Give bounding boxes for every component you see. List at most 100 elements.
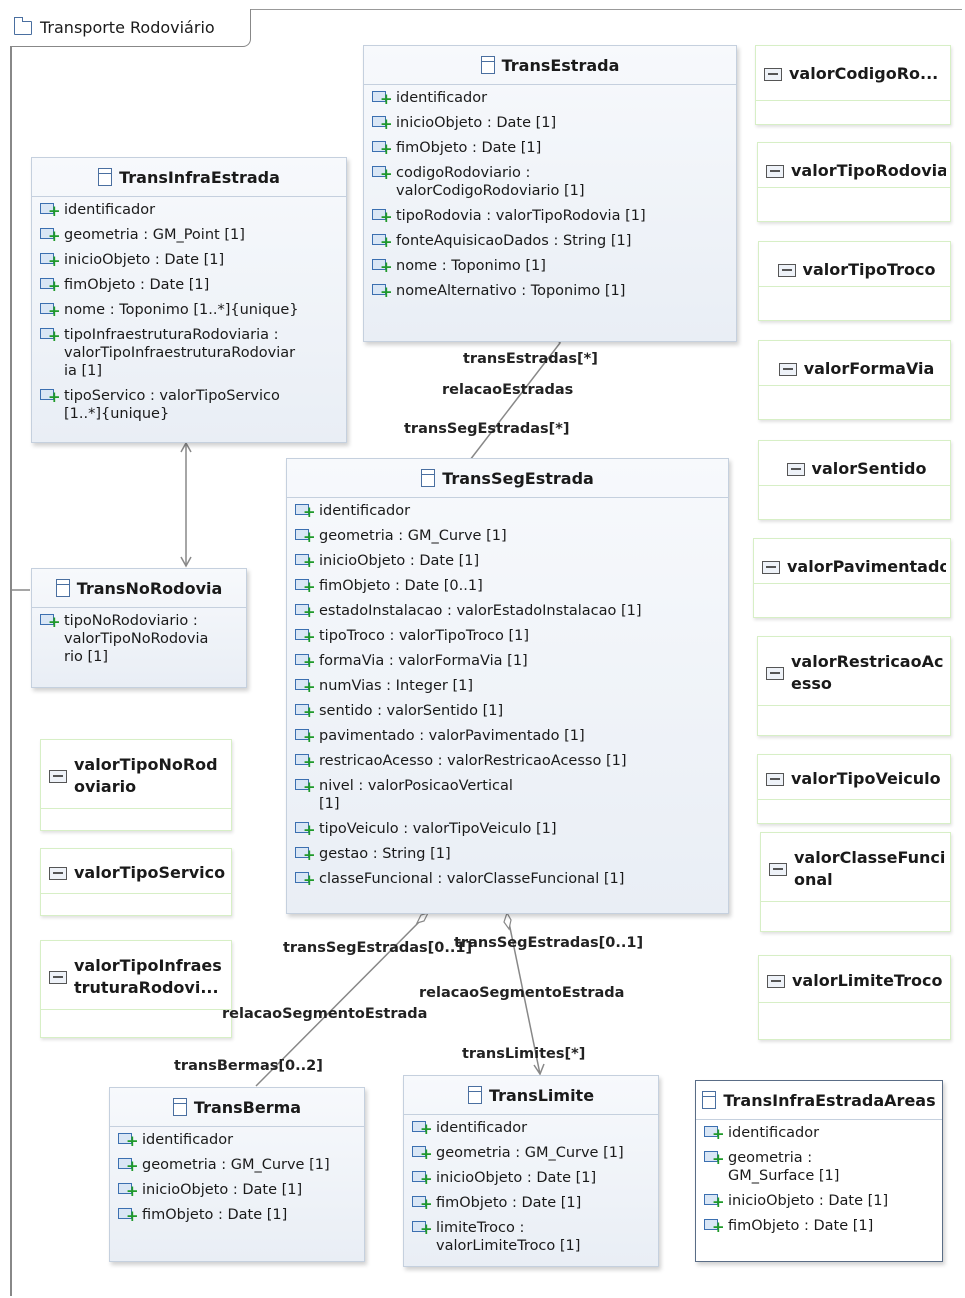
package-left-border — [10, 46, 12, 1296]
class-trans-seg-estrada[interactable]: TransSegEstrada identificador geometria :… — [286, 458, 729, 914]
attribute-icon — [295, 872, 316, 887]
attribute-icon — [295, 679, 316, 694]
attribute-row[interactable]: inicioObjeto : Date [1] — [372, 114, 736, 132]
assoc-infra-no-arrow-top — [180, 441, 192, 453]
attribute-text: tipoInfraestruturaRodoviaria : valorTipo… — [64, 327, 296, 379]
attribute-row[interactable]: fimObjeto : Date [0..1] — [295, 577, 728, 595]
enum-valor-tipo-veiculo[interactable]: valorTipoVeiculo — [757, 754, 951, 824]
attribute-row[interactable]: inicioObjeto : Date [1] — [40, 251, 346, 269]
assoc-estradas-line[interactable] — [469, 342, 561, 461]
enum-valor-tipo-no-rodoviario[interactable]: valorTipoNoRod oviario — [40, 739, 232, 831]
attribute-row[interactable]: fimObjeto : Date [1] — [704, 1217, 942, 1235]
class-trans-no-rodovia[interactable]: TransNoRodovia tipoNoRodoviario : valorT… — [31, 568, 247, 688]
attribute-row[interactable]: codigoRodoviario : valorCodigoRodoviario… — [372, 164, 736, 200]
attribute-row[interactable]: sentido : valorSentido [1] — [295, 702, 728, 720]
attribute-icon — [412, 1171, 433, 1186]
class-trans-berma[interactable]: TransBerma identificadorgeometria : GM_C… — [109, 1087, 365, 1262]
assoc-limite-line[interactable] — [506, 912, 541, 1075]
enum-valor-pavimentado[interactable]: valorPavimentado — [753, 538, 951, 618]
attribute-row[interactable]: inicioObjeto : Date [1] — [295, 552, 728, 570]
attribute-text: nomeAlternativo : Toponimo [1] — [396, 283, 626, 299]
attribute-row[interactable]: tipoInfraestruturaRodoviaria : valorTipo… — [40, 326, 346, 380]
attribute-row[interactable]: inicioObjeto : Date [1] — [704, 1192, 942, 1210]
attribute-text: tipoNoRodoviario : valorTipoNoRodovia ri… — [64, 613, 209, 665]
attribute-row[interactable]: fimObjeto : Date [1] — [372, 139, 736, 157]
attribute-icon — [412, 1146, 433, 1161]
class-trans-limite[interactable]: TransLimite identificador geometria : GM_… — [403, 1075, 659, 1267]
attribute-icon — [295, 604, 316, 619]
attribute-row[interactable]: nome : Toponimo [1] — [372, 257, 736, 275]
attribute-row[interactable]: pavimentado : valorPavimentado [1] — [295, 727, 728, 745]
enum-valor-limite-troco[interactable]: valorLimiteTroco — [758, 955, 951, 1040]
enum-valor-tipo-troco[interactable]: valorTipoTroco — [758, 241, 951, 321]
attribute-row[interactable]: geometria : GM_Surface [1] — [704, 1149, 942, 1185]
attribute-row[interactable]: gestao : String [1] — [295, 845, 728, 863]
attribute-text: identificador — [436, 1120, 528, 1136]
enum-valor-sentido[interactable]: valorSentido — [758, 440, 951, 520]
attribute-row[interactable]: fimObjeto : Date [1] — [412, 1194, 658, 1212]
attribute-text: identificador — [396, 90, 488, 106]
attribute-row[interactable]: numVias : Integer [1] — [295, 677, 728, 695]
attribute-row[interactable]: geometria : GM_Curve [1] — [118, 1156, 364, 1174]
attribute-row[interactable]: tipoServico : valorTipoServico [1..*]{un… — [40, 387, 346, 423]
attribute-text: inicioObjeto : Date [1] — [396, 115, 557, 131]
attribute-text: fimObjeto : Date [0..1] — [319, 578, 483, 594]
attribute-text: numVias : Integer [1] — [319, 678, 473, 694]
attribute-row[interactable]: tipoNoRodoviario : valorTipoNoRodovia ri… — [40, 612, 246, 666]
attribute-row[interactable]: fimObjeto : Date [1] — [40, 276, 346, 294]
enum-valor-forma-via[interactable]: valorFormaVia — [758, 340, 951, 420]
attribute-row[interactable]: estadoInstalacao : valorEstadoInstalacao… — [295, 602, 728, 620]
attribute-text: geometria : GM_Surface [1] — [728, 1150, 840, 1184]
enum-separator — [758, 799, 950, 800]
attribute-row[interactable]: fonteAquisicaoDados : String [1] — [372, 232, 736, 250]
enum-name: valorTipoInfraes truturaRodovi... — [74, 956, 222, 997]
assoc-berma-line[interactable] — [255, 912, 429, 1087]
attribute-row[interactable]: limiteTroco : valorLimiteTroco [1] — [412, 1219, 658, 1255]
attribute-row[interactable]: geometria : GM_Point [1] — [40, 226, 346, 244]
enum-valor-tipo-rodovia[interactable]: valorTipoRodovia — [757, 142, 951, 222]
attribute-text: nome : Toponimo [1] — [396, 258, 546, 274]
attribute-row[interactable]: tipoVeiculo : valorTipoVeiculo [1] — [295, 820, 728, 838]
attribute-text: fimObjeto : Date [1] — [142, 1207, 288, 1223]
attribute-row[interactable]: tipoRodovia : valorTipoRodovia [1] — [372, 207, 736, 225]
attribute-text: gestao : String [1] — [319, 846, 451, 862]
class-icon — [98, 168, 113, 186]
attribute-row[interactable]: classeFuncional : valorClasseFuncional [… — [295, 870, 728, 888]
attribute-text: identificador — [64, 202, 156, 218]
attribute-row[interactable]: restricaoAcesso : valorRestricaoAcesso [… — [295, 752, 728, 770]
class-trans-infra-estrada[interactable]: TransInfraEstrada identificador geometria… — [31, 157, 347, 443]
class-trans-infra-estrada-areas[interactable]: TransInfraEstradaAreas identificadorgeom… — [695, 1080, 943, 1262]
attribute-row[interactable]: formaVia : valorFormaVia [1] — [295, 652, 728, 670]
class-header: TransLimite — [404, 1076, 658, 1115]
attribute-row[interactable]: identificador — [372, 89, 736, 107]
attribute-icon — [704, 1219, 725, 1234]
attribute-row[interactable]: identificador — [40, 201, 346, 219]
attribute-row[interactable]: inicioObjeto : Date [1] — [118, 1181, 364, 1199]
class-header: TransInfraEstrada — [32, 158, 346, 197]
attribute-row[interactable]: inicioObjeto : Date [1] — [412, 1169, 658, 1187]
enum-separator — [758, 705, 950, 706]
class-name: TransSegEstrada — [442, 468, 594, 488]
attribute-row[interactable]: nome : Toponimo [1..*]{unique} — [40, 301, 346, 319]
class-trans-estrada[interactable]: TransEstrada identificadorinicioObjeto :… — [363, 45, 737, 342]
enum-valor-tipo-infraestrutura[interactable]: valorTipoInfraes truturaRodovi... — [40, 940, 232, 1038]
package-tab[interactable]: Transporte Rodoviário — [10, 9, 251, 47]
attribute-row[interactable]: tipoTroco : valorTipoTroco [1] — [295, 627, 728, 645]
attribute-row[interactable]: geometria : GM_Curve [1] — [295, 527, 728, 545]
attribute-row[interactable]: nivel : valorPosicaoVertical [1] — [295, 777, 728, 813]
attribute-row[interactable]: identificador — [412, 1119, 658, 1137]
enum-valor-tipo-servico[interactable]: valorTipoServico — [40, 848, 232, 916]
attribute-row[interactable]: geometria : GM_Curve [1] — [412, 1144, 658, 1162]
attribute-row[interactable]: fimObjeto : Date [1] — [118, 1206, 364, 1224]
attribute-icon — [40, 253, 61, 268]
enum-valor-restricao-acesso[interactable]: valorRestricaoAc esso — [757, 636, 951, 736]
attribute-row[interactable]: nomeAlternativo : Toponimo [1] — [372, 282, 736, 300]
enum-valor-codigo-ro[interactable]: valorCodigoRo... — [755, 45, 951, 125]
attribute-row[interactable]: identificador — [295, 502, 728, 520]
attribute-row[interactable]: identificador — [704, 1124, 942, 1142]
attribute-icon — [295, 847, 316, 862]
attribute-list: identificador geometria : GM_Curve [1] ini… — [287, 498, 728, 888]
attribute-icon — [372, 259, 393, 274]
enum-valor-classe-funcional[interactable]: valorClasseFunci onal — [760, 832, 951, 932]
attribute-row[interactable]: identificador — [118, 1131, 364, 1149]
